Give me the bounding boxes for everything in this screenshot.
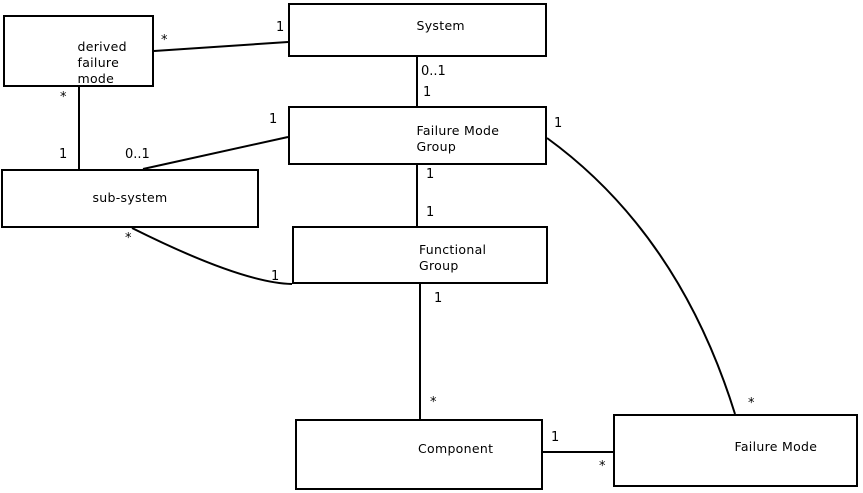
node-failure-mode-group[interactable]: Failure Mode Group	[288, 106, 547, 165]
mult-derived-to-system-star: *	[161, 33, 168, 48]
node-failure-mode[interactable]: Failure Mode	[613, 414, 858, 487]
mult-derived-to-subsystem-star: *	[60, 90, 67, 105]
mult-fg-to-component-one: 1	[434, 291, 443, 306]
mult-fmg-to-fg-one-lower: 1	[426, 205, 435, 220]
mult-component-to-failuremode-one: 1	[551, 430, 560, 445]
mult-fmg-to-subsystem-one: 1	[269, 112, 278, 127]
node-system-label: System	[416, 18, 465, 33]
mult-derived-to-system-one: 1	[276, 20, 285, 35]
edge-failure-mode-group-to-failure-mode	[546, 137, 736, 415]
mult-fmg-to-failuremode-star: *	[748, 396, 755, 411]
mult-derived-to-subsystem-one: 1	[59, 147, 68, 162]
mult-component-to-failuremode-star: *	[599, 459, 606, 474]
node-component-label: Component	[418, 441, 494, 456]
node-derived-failure-mode[interactable]: derived failure mode	[3, 15, 154, 87]
node-sub-system-label: sub-system	[92, 190, 168, 205]
mult-system-to-fmg-one: 1	[423, 85, 432, 100]
mult-system-to-fmg-zero-one: 0..1	[421, 64, 446, 79]
edge-sub-system-to-functional-group	[131, 227, 293, 285]
mult-fmg-to-failuremode-one: 1	[554, 116, 563, 131]
node-system[interactable]: System	[288, 3, 547, 57]
node-derived-failure-mode-label: derived failure mode	[77, 39, 127, 86]
node-functional-group[interactable]: Functional Group	[292, 226, 548, 284]
node-failure-mode-label: Failure Mode	[734, 439, 818, 454]
mult-subsystem-to-fg-star: *	[125, 231, 132, 246]
mult-fmg-to-fg-one-upper: 1	[426, 167, 435, 182]
edge-failure-mode-group-to-sub-system	[142, 136, 289, 170]
node-sub-system[interactable]: sub-system	[1, 169, 259, 228]
mult-subsystem-to-fg-one: 1	[271, 269, 280, 284]
edge-derived-failure-mode-to-system	[153, 41, 289, 52]
node-component[interactable]: Component	[295, 419, 543, 490]
mult-fmg-to-subsystem-zero-one: 0..1	[125, 147, 150, 162]
node-failure-mode-group-label: Failure Mode Group	[416, 123, 500, 154]
node-functional-group-label: Functional Group	[419, 242, 487, 273]
mult-fg-to-component-star: *	[430, 395, 437, 410]
